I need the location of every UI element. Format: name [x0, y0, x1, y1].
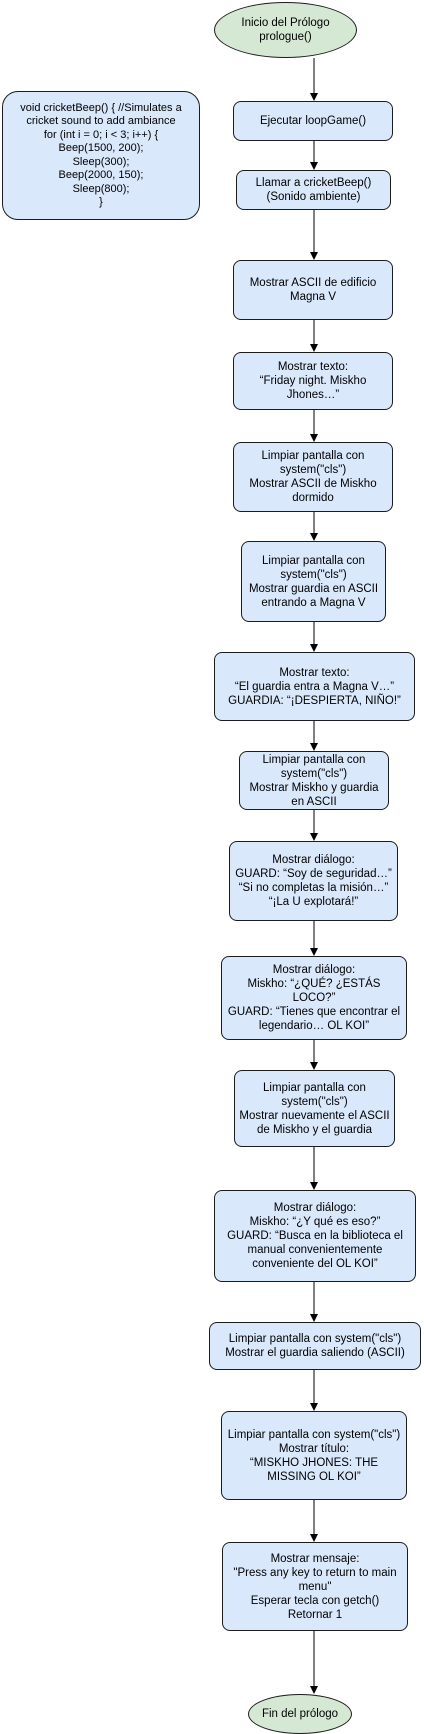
- step-show-text-guard-enters[interactable]: Mostrar texto: “El guardia entra a Magna…: [214, 652, 415, 721]
- step-label: Mostrar diálogo: Miskho: “¿QUÉ? ¿ESTÁS L…: [227, 964, 401, 1032]
- step-call-cricketbeep[interactable]: Llamar a cricketBeep() (Sonido ambiente): [236, 170, 391, 210]
- step-clear-show-title[interactable]: Limpiar pantalla con system("cls") Mostr…: [221, 1411, 407, 1500]
- step-label: Limpiar pantalla con system("cls") Mostr…: [248, 554, 379, 609]
- step-label: Mostrar diálogo: Miskho: “¿Y qué es eso?…: [227, 1202, 403, 1270]
- step-clear-show-again[interactable]: Limpiar pantalla con system("cls") Mostr…: [234, 1070, 395, 1147]
- step-label: Llamar a cricketBeep() (Sonido ambiente): [255, 177, 372, 203]
- step-label: Limpiar pantalla con system("cls") Mostr…: [249, 450, 377, 504]
- step-clear-show-miskho[interactable]: Limpiar pantalla con system("cls") Mostr…: [233, 442, 393, 512]
- step-execute-loopgame[interactable]: Ejecutar loopGame(): [233, 101, 393, 141]
- step-label: Mostrar diálogo: GUARD: “Soy de segurida…: [235, 854, 392, 908]
- step-label: Mostrar texto: “Friday night. Miskho Jho…: [259, 361, 367, 401]
- step-label: Mostrar ASCII de edificio Magna V: [249, 277, 377, 303]
- step-dialog-security[interactable]: Mostrar diálogo: GUARD: “Soy de segurida…: [229, 841, 398, 921]
- code-box-label: void cricketBeep() { //Simulates a crick…: [20, 101, 182, 209]
- step-dialog-what-is-it[interactable]: Mostrar diálogo: Miskho: “¿Y qué es eso?…: [214, 1190, 416, 1282]
- step-label: Limpiar pantalla con system("cls") Mostr…: [249, 753, 379, 808]
- step-label: Limpiar pantalla con system("cls") Mostr…: [227, 1428, 401, 1483]
- step-label: Limpiar pantalla con system("cls") Mostr…: [239, 1081, 390, 1136]
- step-clear-show-miskho-guard[interactable]: Limpiar pantalla con system("cls") Mostr…: [239, 751, 389, 810]
- start-terminal[interactable]: Inicio del Prólogo prologue(): [214, 2, 357, 58]
- start-terminal-label: Inicio del Prólogo prologue(): [241, 17, 330, 43]
- step-label: Mostrar mensaje: "Press any key to retur…: [233, 1552, 397, 1621]
- end-terminal-label: Fin del prólogo: [261, 1708, 339, 1720]
- step-show-text-friday[interactable]: Mostrar texto: “Friday night. Miskho Jho…: [233, 352, 393, 410]
- step-dialog-crazy[interactable]: Mostrar diálogo: Miskho: “¿QUÉ? ¿ESTÁS L…: [221, 956, 407, 1040]
- step-clear-show-guard[interactable]: Limpiar pantalla con system("cls") Mostr…: [241, 541, 386, 622]
- cricketbeep-code-box[interactable]: void cricketBeep() { //Simulates a crick…: [2, 91, 200, 220]
- step-clear-guard-leaving[interactable]: Limpiar pantalla con system("cls") Mostr…: [209, 1322, 421, 1370]
- step-show-building-ascii[interactable]: Mostrar ASCII de edificio Magna V: [233, 260, 393, 320]
- step-show-message-getch[interactable]: Mostrar mensaje: "Press any key to retur…: [222, 1542, 408, 1631]
- step-label: Mostrar texto: “El guardia entra a Magna…: [228, 666, 401, 707]
- step-label: Limpiar pantalla con system("cls") Mostr…: [225, 1333, 405, 1359]
- end-terminal[interactable]: Fin del prólogo: [248, 1694, 352, 1734]
- step-label: Ejecutar loopGame(): [259, 115, 367, 127]
